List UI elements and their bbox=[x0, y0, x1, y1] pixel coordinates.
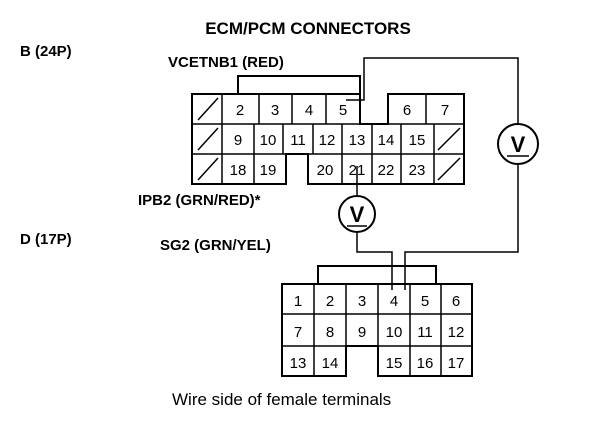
connector-b-label: B (24P) bbox=[20, 43, 72, 60]
pin-b-5: 5 bbox=[339, 102, 347, 119]
pin-b-18: 18 bbox=[230, 162, 247, 179]
vcetnb1-test-lead-return bbox=[404, 164, 519, 290]
pin-b-23: 23 bbox=[409, 162, 426, 179]
pin-d-15: 15 bbox=[386, 355, 403, 372]
ipb2-test-lead-return bbox=[356, 232, 393, 290]
pin-b-22: 22 bbox=[378, 162, 395, 179]
connector-b-blank-cavity bbox=[197, 97, 219, 121]
wire-side-caption: Wire side of female terminals bbox=[172, 390, 391, 409]
connector-b-blank-cavity bbox=[197, 127, 219, 151]
connector-b: 2 3 4 5 6 7 9 10 11 12 13 14 15 18 19 20… bbox=[191, 75, 465, 185]
voltmeter-left-symbol: V bbox=[350, 202, 365, 227]
pin-b-2: 2 bbox=[236, 102, 244, 119]
connector-d-label: D (17P) bbox=[20, 231, 72, 248]
pin-d-3: 3 bbox=[358, 293, 366, 310]
pin-b-9: 9 bbox=[234, 132, 242, 149]
pin-d-17: 17 bbox=[448, 355, 465, 372]
connector-b-lock-tab bbox=[237, 75, 361, 94]
pin-b-3: 3 bbox=[271, 102, 279, 119]
vcetnb1-test-lead bbox=[346, 57, 519, 124]
pin-d-16: 16 bbox=[417, 355, 434, 372]
voltmeter-right-symbol: V bbox=[511, 132, 526, 157]
vcetnb1-wire-label: VCETNB1 (RED) bbox=[168, 54, 284, 71]
connector-b-blank-cavity bbox=[437, 127, 461, 151]
connector-d-lock-tab bbox=[317, 265, 437, 284]
pin-b-15: 15 bbox=[409, 132, 426, 149]
pin-d-9: 9 bbox=[358, 324, 366, 341]
pin-b-19: 19 bbox=[260, 162, 277, 179]
pin-d-6: 6 bbox=[452, 293, 460, 310]
voltmeter-left-circle bbox=[338, 195, 376, 233]
connector-b-blank-cavity bbox=[197, 157, 219, 181]
diagram-title: ECM/PCM CONNECTORS bbox=[205, 19, 411, 38]
connector-d: 1 2 3 4 5 6 7 8 9 10 11 12 13 14 15 16 1… bbox=[281, 265, 473, 377]
pin-b-6: 6 bbox=[403, 102, 411, 119]
pin-b-13: 13 bbox=[349, 132, 366, 149]
voltmeter-right: V bbox=[497, 123, 539, 165]
pin-b-14: 14 bbox=[378, 132, 395, 149]
pin-b-11: 11 bbox=[290, 132, 306, 149]
pin-d-4: 4 bbox=[390, 293, 398, 310]
pin-d-12: 12 bbox=[448, 324, 465, 341]
connector-b-blank-cavity bbox=[437, 157, 461, 181]
pin-d-1: 1 bbox=[294, 293, 302, 310]
ipb2-wire-label: IPB2 (GRN/RED)* bbox=[138, 192, 261, 209]
pin-d-2: 2 bbox=[326, 293, 334, 310]
pin-d-7: 7 bbox=[294, 324, 302, 341]
pin-d-13: 13 bbox=[290, 355, 307, 372]
pin-d-10: 10 bbox=[386, 324, 403, 341]
pin-d-11: 11 bbox=[417, 324, 433, 341]
pin-b-20: 20 bbox=[317, 162, 334, 179]
voltmeter-left: V bbox=[338, 195, 376, 233]
pin-d-8: 8 bbox=[326, 324, 334, 341]
voltmeter-right-circle bbox=[497, 123, 539, 165]
pin-d-5: 5 bbox=[421, 293, 429, 310]
pin-d-14: 14 bbox=[322, 355, 339, 372]
connector-d-outline bbox=[281, 283, 473, 377]
pin-b-7: 7 bbox=[441, 102, 449, 119]
pin-b-4: 4 bbox=[305, 102, 313, 119]
sg2-wire-label: SG2 (GRN/YEL) bbox=[160, 237, 271, 254]
pin-b-10: 10 bbox=[260, 132, 277, 149]
pin-b-12: 12 bbox=[319, 132, 336, 149]
